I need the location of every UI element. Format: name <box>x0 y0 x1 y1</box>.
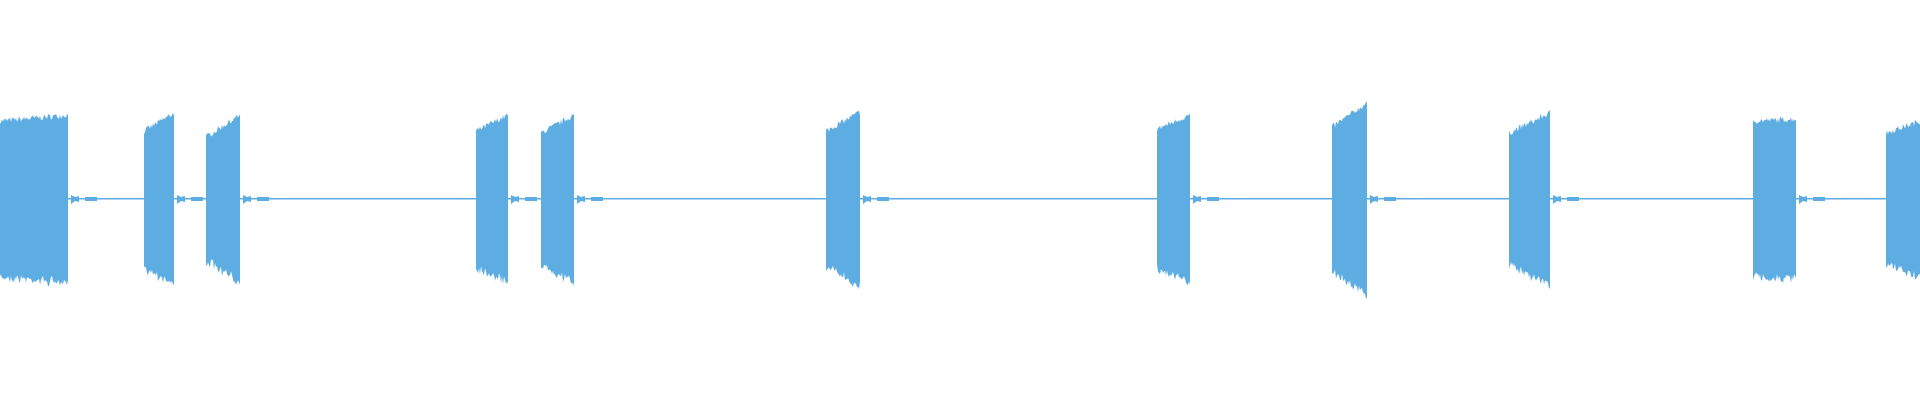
waveform-tail <box>1553 195 1579 204</box>
waveform-burst <box>1332 101 1367 300</box>
waveform-tail <box>1370 195 1396 204</box>
waveform-burst <box>476 113 508 285</box>
waveform-tail <box>1193 195 1219 204</box>
waveform-burst <box>541 114 574 287</box>
waveform-burst <box>1509 110 1550 289</box>
waveform-burst <box>0 113 68 287</box>
waveform-burst <box>1157 114 1190 286</box>
waveform-tail <box>863 195 889 204</box>
waveform-baseline <box>0 198 1920 200</box>
waveform-tail <box>1799 195 1825 204</box>
waveform-tail <box>177 195 203 204</box>
waveform-tail <box>243 195 269 204</box>
waveform-burst <box>1753 116 1796 284</box>
waveform-burst <box>206 114 240 285</box>
waveform-burst <box>1886 120 1920 279</box>
waveform-tail <box>71 195 97 204</box>
waveform-burst <box>826 110 860 290</box>
waveform-tail <box>511 195 537 204</box>
waveform-burst <box>144 112 174 285</box>
waveform-tail <box>577 195 603 204</box>
